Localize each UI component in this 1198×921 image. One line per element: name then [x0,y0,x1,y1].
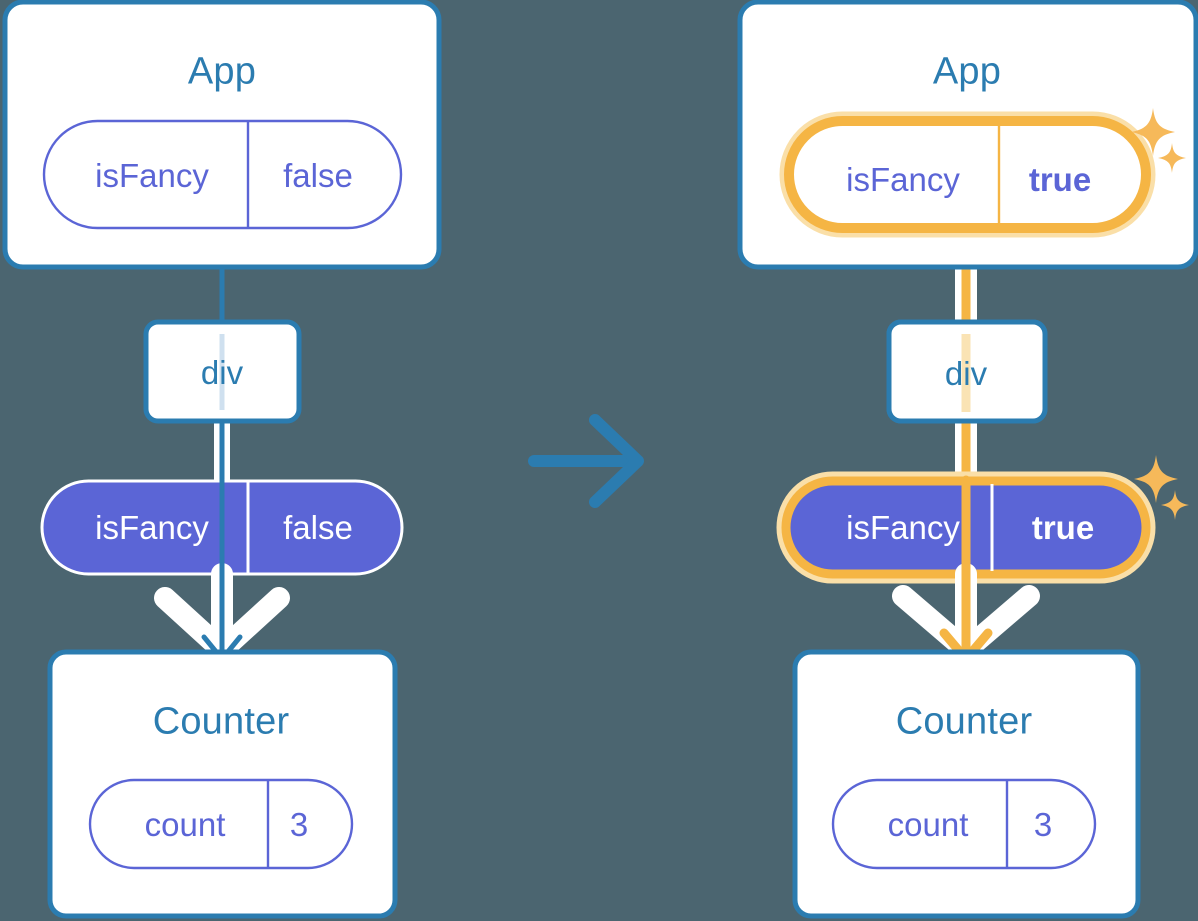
counter-pill-key-after: count [887,806,969,843]
app-title-before: App [187,50,257,93]
prop-pill-value-after: true [1031,509,1095,546]
div-label-before: div [200,354,244,391]
app-pill-key-before: isFancy [95,157,209,194]
app-pill-key-after: isFancy [846,161,960,198]
div-label-after: div [944,355,988,392]
counter-pill-value-after: 3 [1033,806,1053,843]
panel-after [737,0,1198,919]
counter-state-pill-before[interactable] [88,778,354,870]
counter-pill-value-before: 3 [289,806,309,843]
app-title-after: App [932,50,1002,93]
div-box-before[interactable] [143,319,302,424]
prop-pill-key-before: isFancy [95,509,209,546]
app-pill-value-after: true [1028,161,1092,198]
arrow-right-icon [528,414,644,508]
app-state-pill-after[interactable] [779,111,1156,238]
counter-state-pill-after[interactable] [831,778,1097,870]
counter-title-before: Counter [152,700,290,743]
counter-title-after: Counter [895,700,1033,743]
panel-before [2,0,442,919]
counter-pill-key-before: count [144,806,226,843]
div-box-after[interactable] [886,319,1048,424]
app-state-pill-before[interactable] [42,119,403,230]
sparkle-icon-prop-after [1134,455,1189,520]
sparkle-icon-app-after [1131,108,1186,173]
prop-pill-key-after: isFancy [846,509,960,546]
prop-pill-value-before: false [283,509,353,546]
app-pill-value-before: false [283,157,353,194]
